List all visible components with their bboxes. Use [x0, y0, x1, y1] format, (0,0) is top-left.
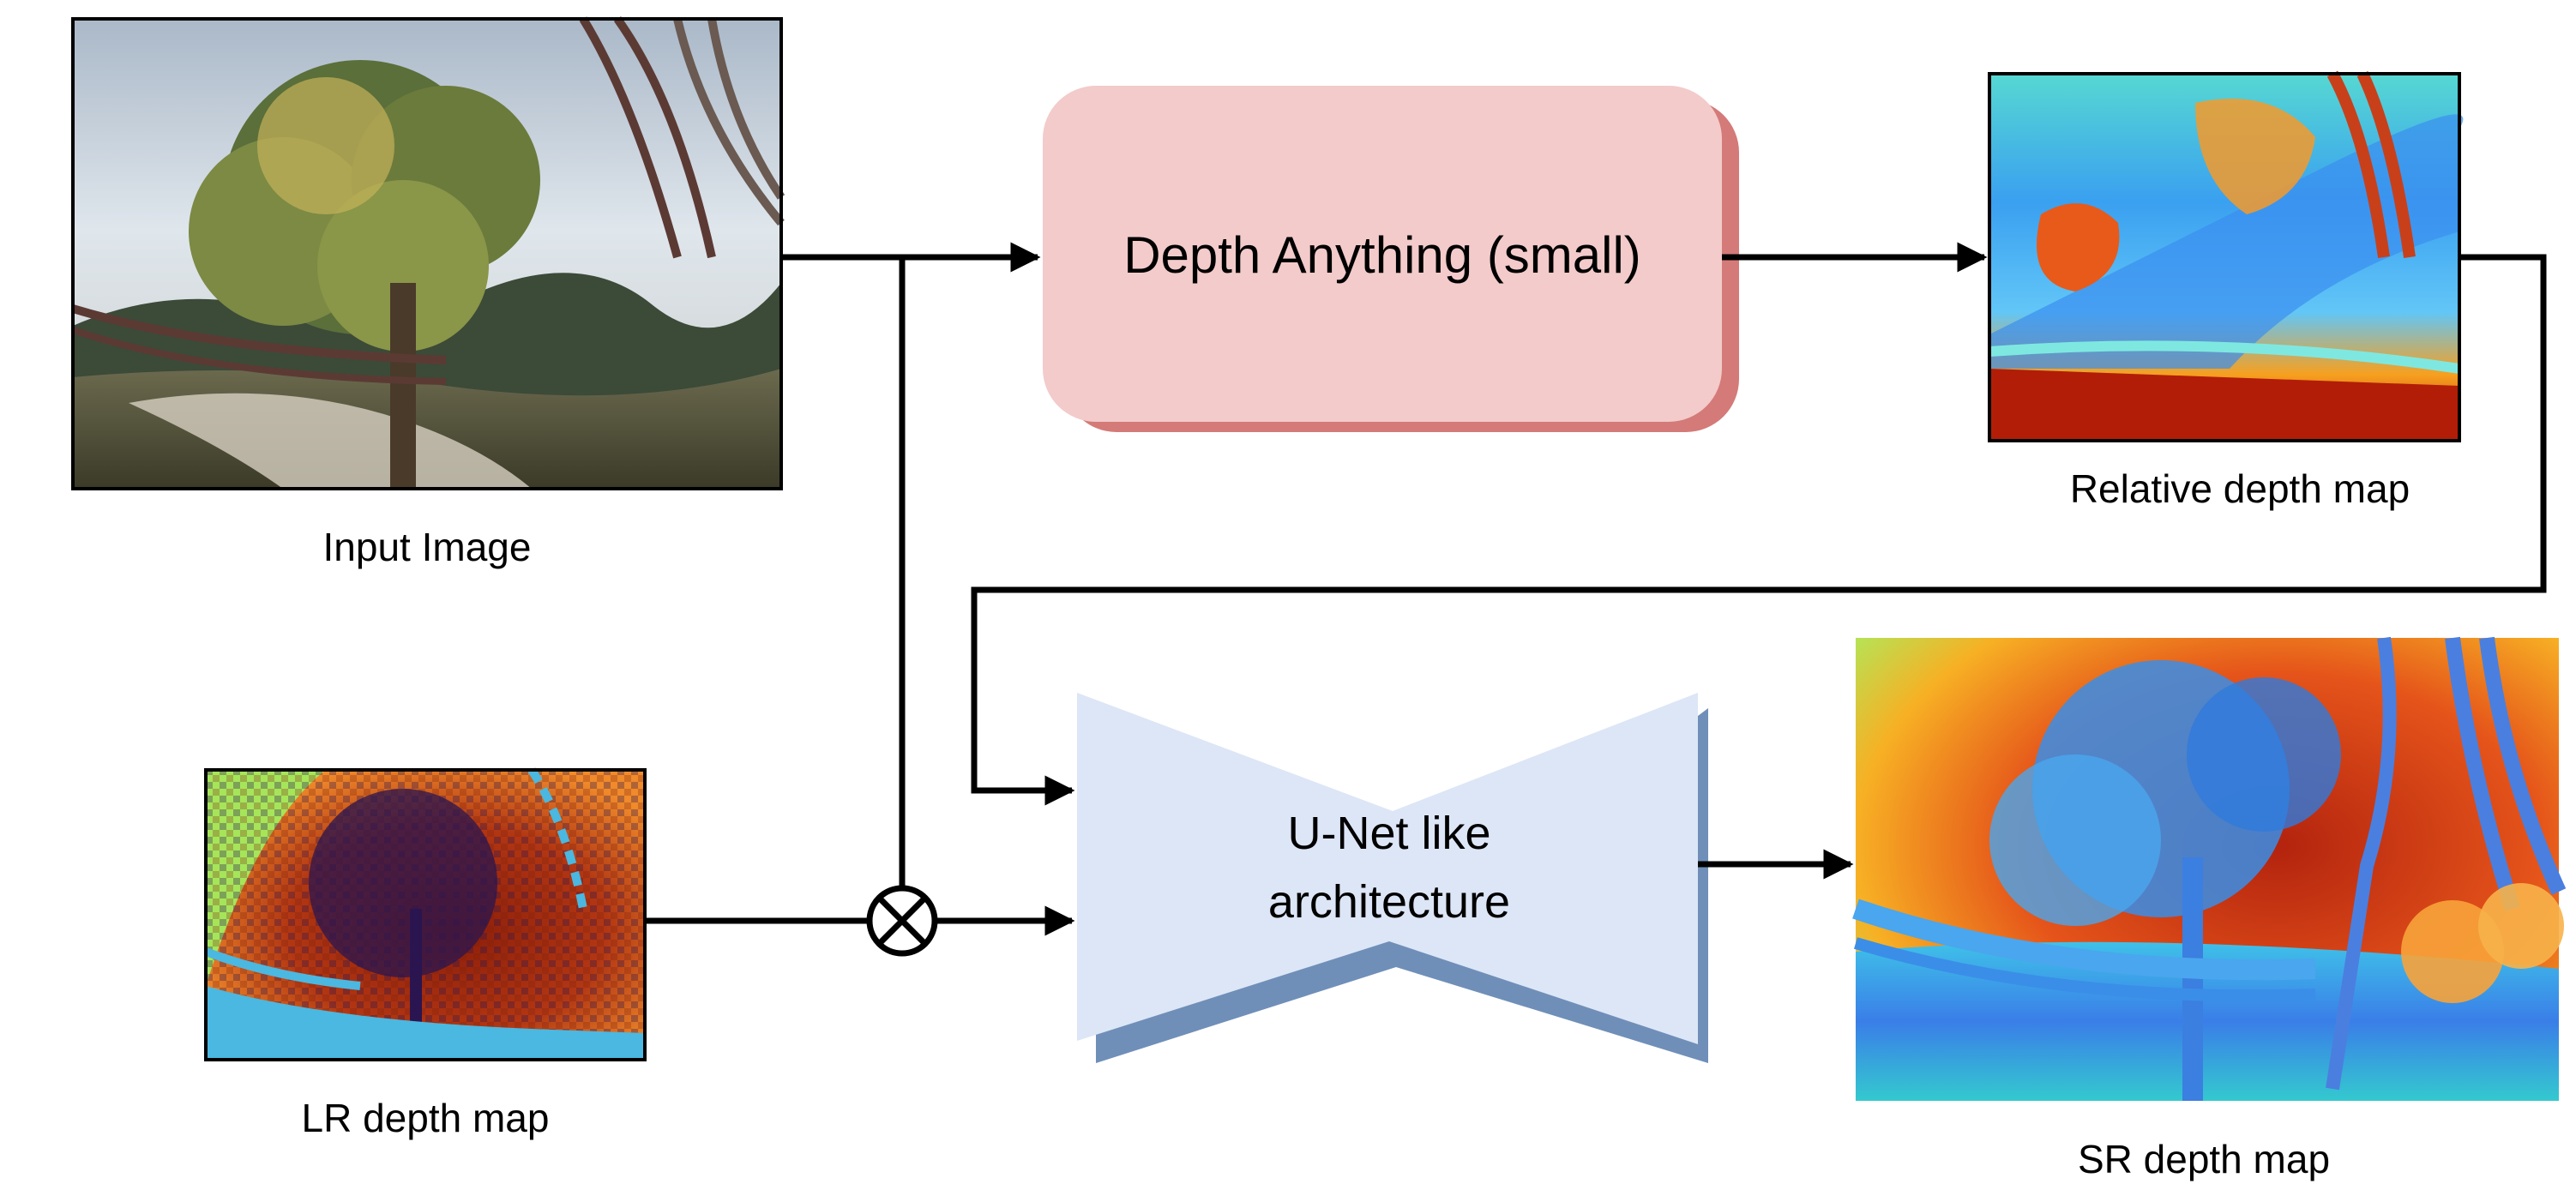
relative-depth-map-label: Relative depth map [2070, 466, 2410, 511]
sr-depth-map-image [1852, 636, 2567, 1101]
depth-anything-box: Depth Anything (small) [1043, 86, 1739, 432]
unet-label-line2: architecture [1268, 876, 1510, 928]
connectors [645, 242, 2547, 936]
sr-depth-map-label: SR depth map [2078, 1137, 2330, 1181]
unet-label-line1: U-Net like [1287, 808, 1490, 859]
depth-anything-fill [1043, 86, 1722, 422]
input-image [71, 16, 785, 490]
unet-fill [1077, 693, 1698, 1044]
circled-times-icon [866, 885, 938, 957]
unet-architecture-block: U-Net like architecture [1077, 693, 1708, 1063]
input-image-label: Input Image [323, 525, 532, 569]
depth-anything-label: Depth Anything (small) [1123, 226, 1641, 284]
relative-depth-map-image [1988, 70, 2464, 442]
lr-depth-map-label: LR depth map [302, 1096, 550, 1140]
lr-depth-map-image [204, 767, 647, 1061]
arrow-relative-to-unet [971, 254, 2547, 806]
